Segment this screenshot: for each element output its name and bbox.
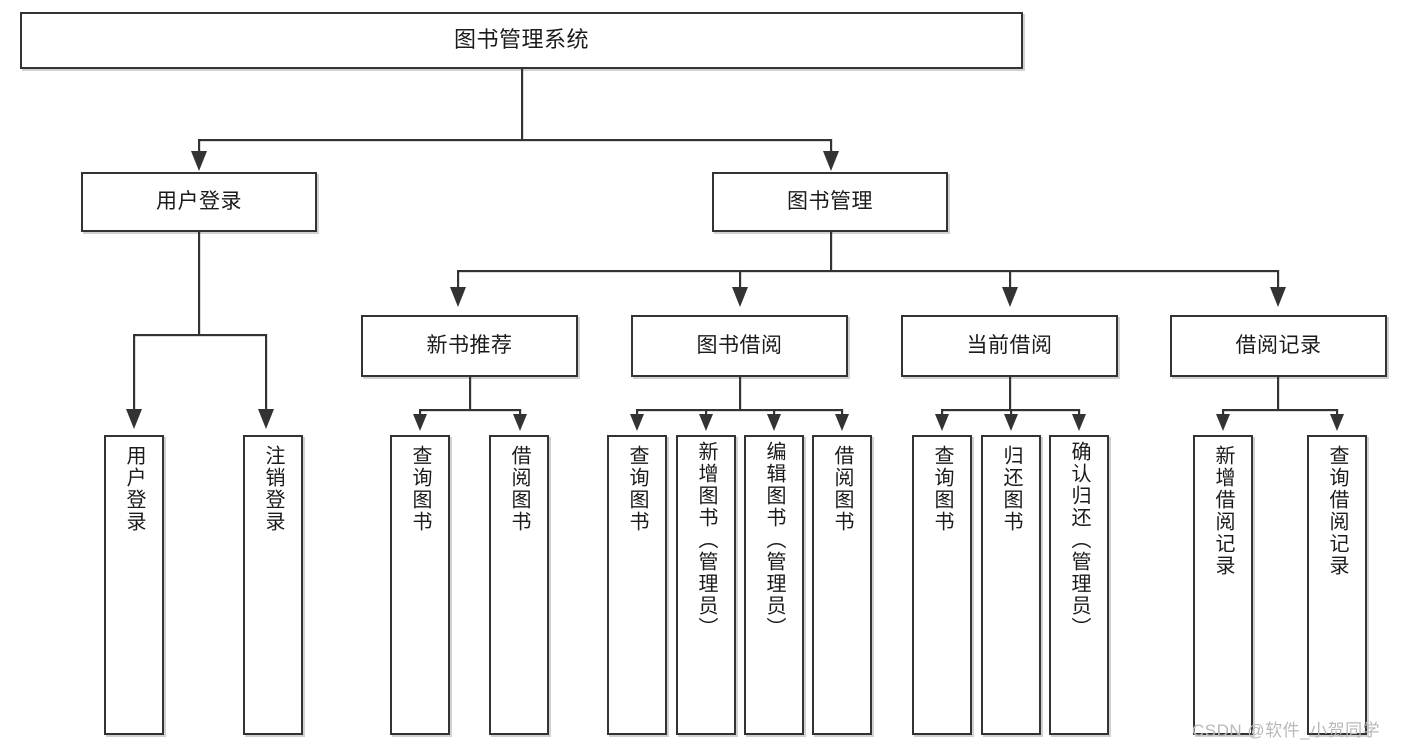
leaf-br-add-record[interactable]: 新增借阅记录 [1193, 435, 1253, 735]
arrowhead-cb-leaf-1 [935, 414, 949, 431]
connector-br-stem [1277, 377, 1279, 411]
node-new-book-recommend[interactable]: 新书推荐 [361, 315, 578, 377]
node-label: 图书管理系统 [453, 27, 589, 53]
arrowhead-bb-leaf-2 [699, 414, 713, 431]
connector-user-login-stem [198, 232, 200, 336]
arrowhead-to-leaf-user-login [126, 409, 142, 429]
arrowhead-to-book-borrow [732, 287, 748, 307]
arrowhead-bb-leaf-4 [835, 414, 849, 431]
node-label: 新增图书（管理员） [695, 441, 717, 639]
node-book-management[interactable]: 图书管理 [712, 172, 948, 232]
connector-bb-stem [739, 377, 741, 411]
connector-user-login-bar [133, 334, 265, 336]
connector-bb-drop-4 [841, 409, 843, 417]
connector-br-drop-1 [1222, 409, 1224, 417]
node-book-borrow[interactable]: 图书借阅 [631, 315, 848, 377]
leaf-bb-edit-book-admin[interactable]: 编辑图书（管理员） [744, 435, 804, 735]
connector-nbr-stem [469, 377, 471, 411]
connector-bb-drop-2 [705, 409, 707, 417]
node-label: 图书借阅 [696, 334, 783, 358]
arrowhead-bb-leaf-1 [630, 414, 644, 431]
connector-cb-drop-2 [1010, 409, 1012, 417]
arrowhead-to-new-book [450, 287, 466, 307]
leaf-cb-return-book[interactable]: 归还图书 [981, 435, 1041, 735]
connector-br-bar [1222, 409, 1337, 411]
leaf-nbr-borrow-book[interactable]: 借阅图书 [489, 435, 549, 735]
node-label: 借阅图书 [831, 445, 853, 533]
node-label: 查询图书 [626, 445, 648, 533]
node-label: 编辑图书（管理员） [763, 441, 785, 639]
arrowhead-to-leaf-logout [258, 409, 274, 429]
node-label: 借阅图书 [508, 445, 530, 533]
arrowhead-br-leaf-1 [1216, 414, 1230, 431]
node-label: 查询借阅记录 [1326, 445, 1348, 577]
arrowhead-to-current-borrow [1002, 287, 1018, 307]
node-label: 图书管理 [787, 190, 873, 214]
node-label: 当前借阅 [966, 334, 1053, 358]
leaf-bb-borrow-book[interactable]: 借阅图书 [812, 435, 872, 735]
connector-book-manage-bar [457, 270, 1279, 272]
arrowhead-to-book-manage [823, 151, 839, 171]
connector-cb-stem [1009, 377, 1011, 411]
leaf-nbr-query-book[interactable]: 查询图书 [390, 435, 450, 735]
arrowhead-nbr-leaf-1 [413, 414, 427, 431]
node-label: 用户登录 [123, 445, 145, 533]
node-label: 查询图书 [931, 445, 953, 533]
arrowhead-to-borrow-record [1270, 287, 1286, 307]
node-root-system[interactable]: 图书管理系统 [20, 12, 1023, 69]
connector-bm-drop-4 [1277, 270, 1279, 290]
connector-cb-drop-1 [941, 409, 943, 417]
connector-bb-drop-3 [773, 409, 775, 417]
leaf-cb-query-book[interactable]: 查询图书 [912, 435, 972, 735]
arrowhead-br-leaf-2 [1330, 414, 1344, 431]
connector-user-login-drop-1 [133, 334, 135, 412]
node-label: 确认归还（管理员） [1068, 441, 1090, 639]
connector-bm-drop-3 [1009, 270, 1011, 290]
connector-cb-drop-3 [1078, 409, 1080, 417]
node-current-borrow[interactable]: 当前借阅 [901, 315, 1118, 377]
connector-nbr-drop-2 [519, 409, 521, 417]
arrowhead-to-user-login [191, 151, 207, 171]
node-label: 新增借阅记录 [1212, 445, 1234, 577]
node-label: 用户登录 [156, 190, 242, 214]
connector-root-right-drop [830, 139, 832, 155]
node-user-login[interactable]: 用户登录 [81, 172, 317, 232]
connector-root-left-drop [198, 139, 200, 155]
leaf-cb-confirm-return-admin[interactable]: 确认归还（管理员） [1049, 435, 1109, 735]
connector-book-manage-stem [830, 232, 832, 272]
node-label: 查询图书 [409, 445, 431, 533]
node-label: 新书推荐 [426, 334, 513, 358]
node-label: 归还图书 [1000, 445, 1022, 533]
node-borrow-record[interactable]: 借阅记录 [1170, 315, 1387, 377]
leaf-br-query-record[interactable]: 查询借阅记录 [1307, 435, 1367, 735]
leaf-bb-add-book-admin[interactable]: 新增图书（管理员） [676, 435, 736, 735]
connector-user-login-drop-2 [265, 334, 267, 412]
connector-bm-drop-2 [739, 270, 741, 290]
connector-bm-drop-1 [457, 270, 459, 290]
node-label: 借阅记录 [1235, 334, 1322, 358]
connector-root-bar [198, 139, 832, 141]
connector-bb-drop-1 [636, 409, 638, 417]
connector-root-stem [521, 69, 523, 140]
leaf-bb-query-book[interactable]: 查询图书 [607, 435, 667, 735]
connector-nbr-bar [419, 409, 520, 411]
arrowhead-cb-leaf-3 [1072, 414, 1086, 431]
arrowhead-bb-leaf-3 [767, 414, 781, 431]
connector-br-drop-2 [1336, 409, 1338, 417]
leaf-user-login[interactable]: 用户登录 [104, 435, 164, 735]
arrowhead-cb-leaf-2 [1004, 414, 1018, 431]
leaf-logout[interactable]: 注销登录 [243, 435, 303, 735]
arrowhead-nbr-leaf-2 [513, 414, 527, 431]
connector-nbr-drop-1 [419, 409, 421, 417]
connector-bb-bar [636, 409, 843, 411]
node-label: 注销登录 [262, 445, 284, 533]
